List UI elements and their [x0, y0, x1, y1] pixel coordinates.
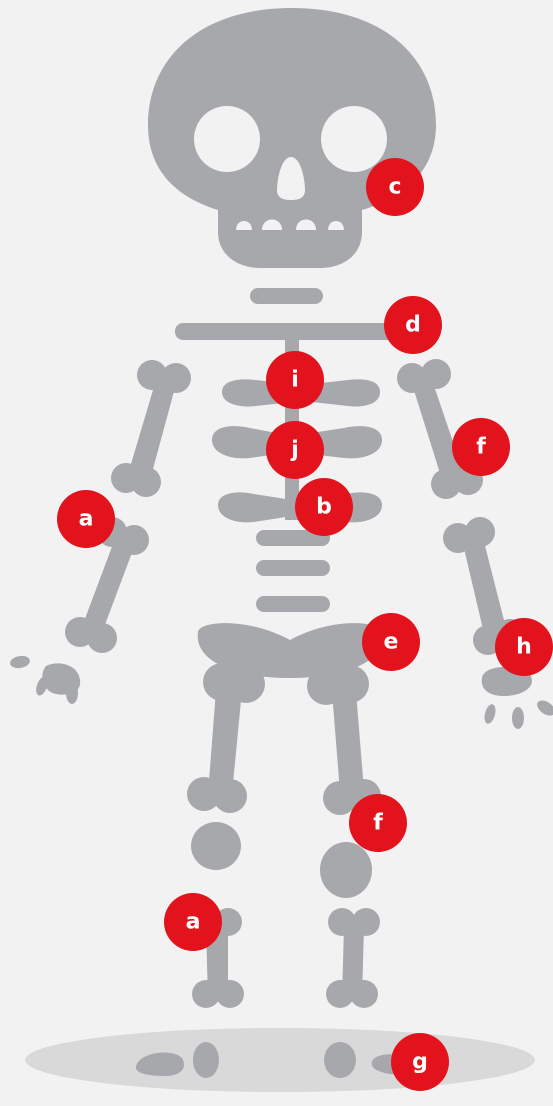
marker-label: g [412, 1050, 428, 1075]
left-kneecap [191, 822, 241, 870]
marker-label: d [405, 313, 421, 338]
marker-label: i [291, 368, 299, 393]
marker-label: f [476, 435, 486, 460]
right-eye-socket [321, 106, 387, 172]
lumbar-vertebra [256, 596, 330, 612]
marker-label: e [384, 630, 399, 655]
marker-j: j [266, 421, 324, 479]
marker-b: b [295, 478, 353, 536]
marker-label: a [186, 910, 201, 935]
right-leg [307, 665, 415, 1078]
marker-label: b [316, 495, 332, 520]
left-eye-socket [194, 106, 260, 172]
marker-label: f [373, 811, 383, 836]
neck-vertebra [250, 288, 323, 304]
right-kneecap [320, 842, 372, 898]
skull [148, 8, 436, 268]
lumbar-vertebra [256, 560, 330, 576]
marker-label: h [516, 635, 532, 660]
marker-a-arm: a [57, 490, 115, 548]
marker-a-leg: a [164, 893, 222, 951]
marker-f-arm: f [452, 418, 510, 476]
marker-label: a [79, 507, 94, 532]
ground-shadow [25, 1028, 535, 1092]
left-leg [136, 663, 265, 1078]
marker-label: j [290, 438, 299, 463]
marker-i: i [266, 351, 324, 409]
marker-label: c [388, 175, 401, 200]
marker-h: h [495, 618, 553, 676]
marker-d: d [384, 296, 442, 354]
marker-e: e [362, 613, 420, 671]
marker-c: c [366, 158, 424, 216]
marker-g: g [391, 1033, 449, 1091]
marker-f-leg: f [349, 794, 407, 852]
